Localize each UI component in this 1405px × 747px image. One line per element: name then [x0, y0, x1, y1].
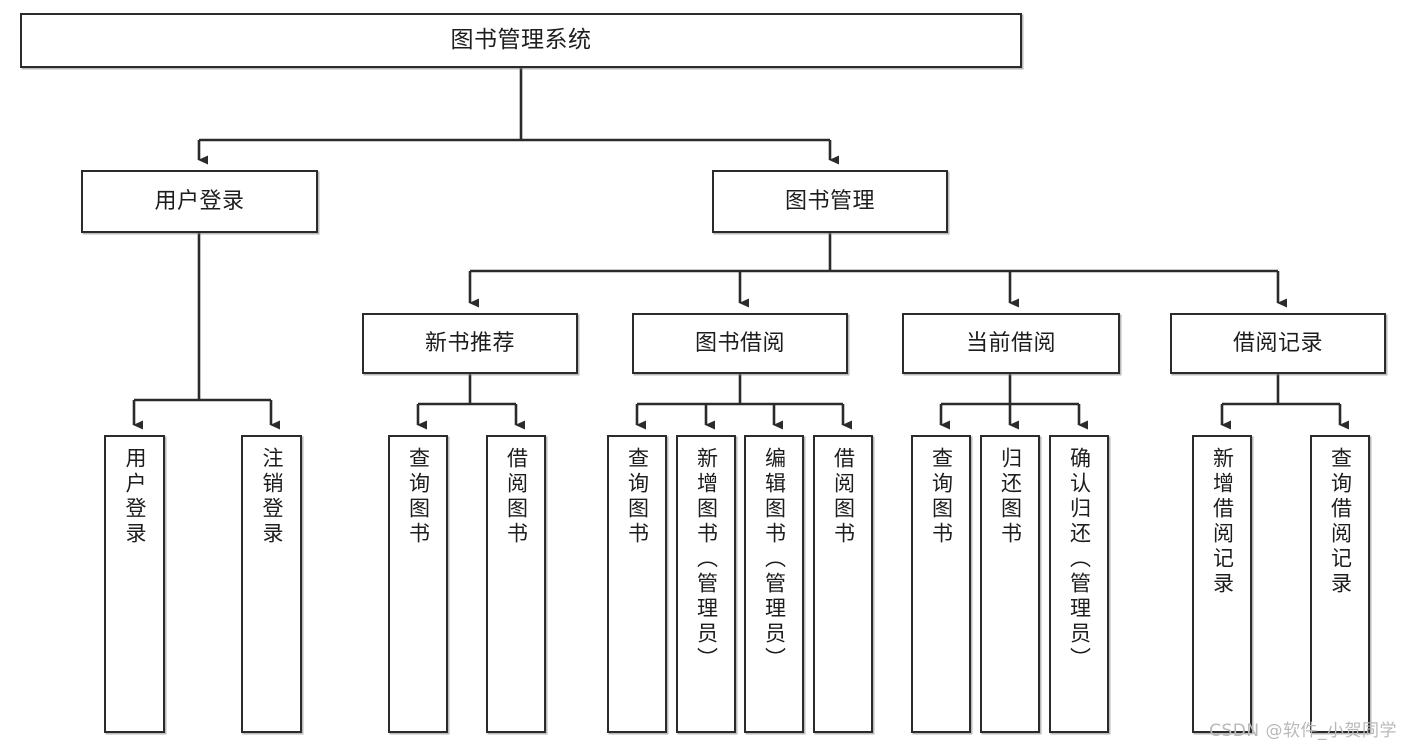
leaf-logout[interactable]: 注销登录: [241, 435, 302, 733]
node-label: 借阅图书: [504, 447, 529, 547]
node-new-book-recommend[interactable]: 新书推荐: [362, 313, 578, 374]
node-label: 当前借阅: [965, 330, 1056, 356]
leaf-query-borrow-record[interactable]: 查询借阅记录: [1310, 435, 1370, 733]
csdn-watermark: CSDN @软件_小贺同学: [1209, 721, 1397, 741]
node-label: 图书管理系统: [450, 26, 592, 53]
node-borrow-records[interactable]: 借阅记录: [1170, 313, 1386, 374]
node-label: 查询图书: [929, 447, 954, 547]
node-book-borrow[interactable]: 图书借阅: [632, 313, 848, 374]
node-label: 确认归还（管理员）: [1067, 447, 1092, 672]
node-label: 借阅图书: [831, 447, 856, 547]
leaf-query-books-recommend[interactable]: 查询图书: [388, 435, 448, 733]
node-label: 注销登录: [260, 447, 284, 547]
node-root-system[interactable]: 图书管理系统: [20, 13, 1022, 68]
leaf-add-borrow-record[interactable]: 新增借阅记录: [1192, 435, 1252, 733]
leaf-borrow-books-recommend[interactable]: 借阅图书: [486, 435, 546, 733]
node-label: 图书借阅: [694, 330, 785, 356]
node-label: 归还图书: [998, 447, 1023, 547]
node-label: 查询图书: [625, 447, 650, 547]
node-book-management[interactable]: 图书管理: [712, 170, 948, 233]
node-label: 新增借阅记录: [1210, 447, 1235, 597]
node-label: 借阅记录: [1232, 330, 1323, 356]
leaf-user-login[interactable]: 用户登录: [104, 435, 165, 733]
node-label: 查询图书: [406, 447, 431, 547]
leaf-return-book[interactable]: 归还图书: [980, 435, 1040, 733]
node-label: 新增图书（管理员）: [694, 447, 719, 672]
node-user-login[interactable]: 用户登录: [81, 170, 318, 233]
node-label: 查询借阅记录: [1328, 447, 1353, 597]
node-label: 用户登录: [123, 447, 147, 547]
leaf-edit-book-admin[interactable]: 编辑图书（管理员）: [744, 435, 804, 733]
node-label: 图书管理: [784, 188, 875, 214]
leaf-query-books-current[interactable]: 查询图书: [911, 435, 971, 733]
leaf-query-books-borrow[interactable]: 查询图书: [607, 435, 667, 733]
node-label: 编辑图书（管理员）: [762, 447, 787, 672]
leaf-borrow-book[interactable]: 借阅图书: [813, 435, 873, 733]
node-label: 新书推荐: [424, 330, 515, 356]
leaf-confirm-return-admin[interactable]: 确认归还（管理员）: [1049, 435, 1109, 733]
node-current-borrow[interactable]: 当前借阅: [902, 313, 1120, 374]
leaf-add-book-admin[interactable]: 新增图书（管理员）: [676, 435, 736, 733]
node-label: 用户登录: [154, 188, 245, 214]
